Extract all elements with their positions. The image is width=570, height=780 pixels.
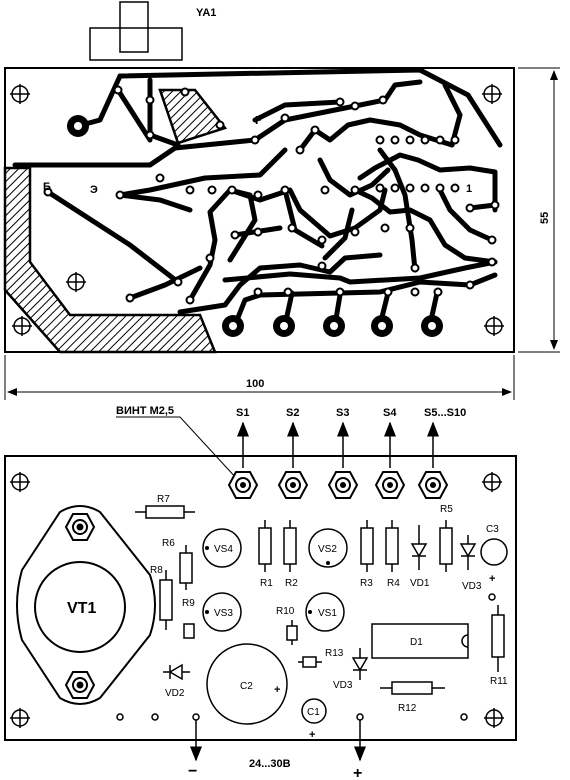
mounting-holes-top xyxy=(10,84,504,336)
pin1-label: 1 xyxy=(466,183,472,195)
resistor-r11: R11 xyxy=(490,605,508,687)
screw-label: ВИНТ М2,5 xyxy=(116,405,174,417)
resistor-r7: R7 xyxy=(135,494,195,519)
power-leads: − + 24...30В xyxy=(188,720,366,780)
svg-text:D1: D1 xyxy=(410,637,423,648)
resistor-r13: R13 xyxy=(298,648,344,668)
c3-plus: + xyxy=(489,573,495,585)
svg-text:S1: S1 xyxy=(236,407,249,419)
plus-terminal: + xyxy=(353,765,362,780)
resistor-r6: R6 xyxy=(162,538,193,590)
top-board: YA1 xyxy=(3,1,515,354)
resistor-r8: R8 xyxy=(150,565,173,630)
svg-text:R2: R2 xyxy=(285,578,298,589)
c1-plus: + xyxy=(309,729,315,741)
dimension-width: 100 xyxy=(4,355,515,400)
supply-voltage: 24...30В xyxy=(249,758,291,770)
resistor-r3: R3 xyxy=(360,520,374,589)
thyristor-vs3: VS3 xyxy=(202,592,242,632)
svg-text:VS1: VS1 xyxy=(318,608,337,619)
svg-text:VD3: VD3 xyxy=(462,581,482,592)
chip-d1: D1 xyxy=(371,623,469,659)
svg-text:C2: C2 xyxy=(240,681,253,692)
svg-text:S3: S3 xyxy=(336,407,349,419)
screw-leader xyxy=(116,416,239,481)
svg-text:R7: R7 xyxy=(157,494,170,505)
terminal-s3: S3 xyxy=(327,407,359,499)
svg-text:R13: R13 xyxy=(325,648,344,659)
capacitor-c2: C2 + xyxy=(206,643,288,725)
resistor-r5: R5 xyxy=(439,504,453,572)
resistor-r1: R1 xyxy=(258,520,273,589)
c2-plus: + xyxy=(274,684,280,696)
pad-label-e: Э xyxy=(90,184,98,196)
svg-text:VD2: VD2 xyxy=(165,688,185,699)
svg-text:VS3: VS3 xyxy=(214,608,233,619)
svg-text:C1: C1 xyxy=(307,707,320,718)
resistor-r10: R10 xyxy=(276,606,298,645)
terminals: S1 S2 S3 S4 xyxy=(227,407,466,499)
svg-text:R6: R6 xyxy=(162,538,175,549)
top-board-outline xyxy=(4,67,515,353)
transistor-vt1 xyxy=(16,505,156,705)
svg-text:VD3: VD3 xyxy=(333,680,353,691)
diode-vd3-right: VD3 xyxy=(459,535,482,592)
pads xyxy=(43,85,500,305)
thyristor-vs2: VS2 xyxy=(308,528,348,568)
svg-text:R10: R10 xyxy=(276,606,295,617)
svg-text:R3: R3 xyxy=(360,578,373,589)
transistor-label: VT1 xyxy=(67,600,96,617)
svg-text:R11: R11 xyxy=(490,676,508,687)
minus-terminal: − xyxy=(188,763,197,780)
capacitor-c1: C1 + xyxy=(301,698,327,741)
resistor-r9: R9 xyxy=(182,598,195,639)
thyristor-vs4: VS4 xyxy=(202,528,242,568)
relay-label: YA1 xyxy=(196,7,216,19)
svg-text:S4: S4 xyxy=(383,407,397,419)
svg-text:S5...S10: S5...S10 xyxy=(424,407,466,419)
svg-text:R9: R9 xyxy=(182,598,195,609)
dimension-height: 55 xyxy=(518,67,560,353)
terminal-s1: S1 xyxy=(227,407,259,499)
terminal-s5: S5...S10 xyxy=(417,407,466,499)
pad-label-b: Б xyxy=(43,181,51,193)
ground-plane xyxy=(3,166,217,354)
plus-mark-top: + xyxy=(252,112,261,129)
terminal-pads-top xyxy=(67,115,443,337)
height-value: 55 xyxy=(539,212,551,224)
svg-text:VD1: VD1 xyxy=(410,578,430,589)
svg-text:VS4: VS4 xyxy=(214,544,233,555)
mounting-holes-bottom xyxy=(10,472,504,728)
svg-text:VS2: VS2 xyxy=(318,544,337,555)
terminal-s2: S2 xyxy=(277,407,309,499)
thyristor-vs1: VS1 xyxy=(305,592,345,632)
resistor-r2: R2 xyxy=(283,520,298,589)
terminal-s4: S4 xyxy=(374,407,406,499)
svg-text:R1: R1 xyxy=(260,578,273,589)
svg-text:R5: R5 xyxy=(440,504,453,515)
svg-text:R8: R8 xyxy=(150,565,163,576)
svg-text:R12: R12 xyxy=(398,703,417,714)
relay-ya1 xyxy=(89,1,183,61)
svg-text:C3: C3 xyxy=(486,524,499,535)
width-value: 100 xyxy=(246,378,264,390)
resistor-r4: R4 xyxy=(385,520,400,589)
bottom-board: ВИНТ М2,5 S1 S2 S3 S4 xyxy=(4,405,517,780)
capacitor-c3: C3 + xyxy=(480,524,508,585)
diode-vd1: VD1 xyxy=(410,525,430,589)
diode-vd2: VD2 xyxy=(163,663,190,699)
diode-vd3-left: VD3 xyxy=(333,648,369,691)
svg-text:S2: S2 xyxy=(286,407,299,419)
small-holes xyxy=(116,593,496,721)
resistor-r12: R12 xyxy=(380,681,445,714)
svg-text:R4: R4 xyxy=(387,578,400,589)
